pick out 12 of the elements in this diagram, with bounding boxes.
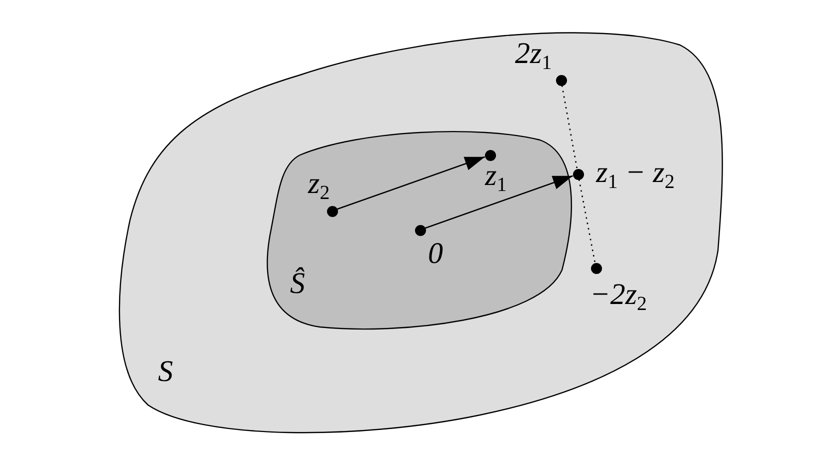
point-label: 2z$_{1}$	[515, 38, 552, 70]
set-label: Ŝ	[290, 268, 305, 300]
point-label: z$_{1}$	[485, 160, 507, 192]
point-label: z$_{2}$	[308, 168, 330, 200]
arrow	[336, 156, 486, 210]
arrow	[424, 175, 574, 229]
set-label: S	[158, 356, 173, 388]
point-label: z$_{1}$ − z$_{2}$	[596, 157, 675, 189]
dotted-line	[578, 179, 596, 263]
point-label: −2z$_{2}$	[590, 279, 647, 311]
point-label: 0	[428, 238, 443, 270]
dotted-line	[561, 85, 578, 169]
